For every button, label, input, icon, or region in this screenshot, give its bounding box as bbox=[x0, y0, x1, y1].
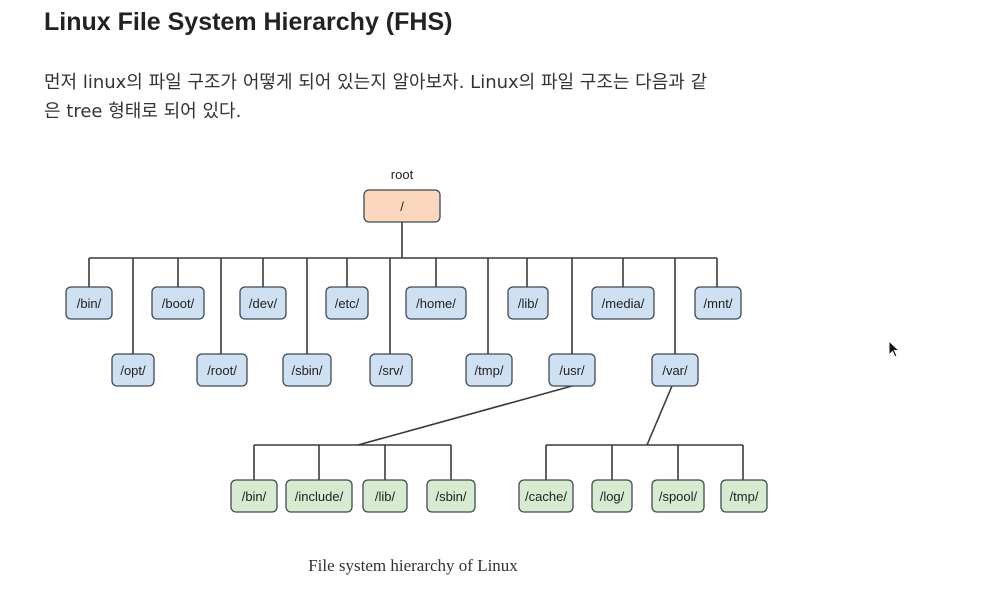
root-caption: root bbox=[391, 167, 414, 182]
var-cache: /cache/ bbox=[518, 479, 574, 513]
var-tmp-label: /tmp/ bbox=[730, 489, 759, 504]
dir-var-label: /var/ bbox=[662, 363, 688, 378]
dir-media-label: /media/ bbox=[602, 296, 645, 311]
dir-mnt-label: /mnt/ bbox=[704, 296, 733, 311]
dir-boot-label: /boot/ bbox=[162, 296, 195, 311]
var-log: /log/ bbox=[591, 479, 633, 513]
mouse-cursor-icon bbox=[888, 340, 901, 358]
dir-lib: /lib/ bbox=[507, 286, 549, 320]
dir-sbin-label: /sbin/ bbox=[291, 363, 322, 378]
dir-tmp-label: /tmp/ bbox=[475, 363, 504, 378]
usr-sbin: /sbin/ bbox=[426, 479, 476, 513]
root-node: / bbox=[363, 189, 441, 223]
var-log-label: /log/ bbox=[600, 489, 625, 504]
dir-bin: /bin/ bbox=[65, 286, 113, 320]
usr-bin-label: /bin/ bbox=[242, 489, 267, 504]
dir-bin-label: /bin/ bbox=[77, 296, 102, 311]
dir-media: /media/ bbox=[591, 286, 655, 320]
dir-boot: /boot/ bbox=[151, 286, 205, 320]
dir-etc: /etc/ bbox=[325, 286, 369, 320]
usr-lib-label: /lib/ bbox=[375, 489, 396, 504]
dir-opt: /opt/ bbox=[111, 353, 155, 387]
dir-var: /var/ bbox=[651, 353, 699, 387]
dir-etc-label: /etc/ bbox=[335, 296, 360, 311]
dir-sbin: /sbin/ bbox=[282, 353, 332, 387]
var-cache-label: /cache/ bbox=[525, 489, 567, 504]
dir-dev-label: /dev/ bbox=[249, 296, 278, 311]
page-title: Linux File System Hierarchy (FHS) bbox=[44, 8, 453, 36]
dir-usr: /usr/ bbox=[548, 353, 596, 387]
dir-srv-label: /srv/ bbox=[379, 363, 404, 378]
dir-home-label: /home/ bbox=[416, 296, 456, 311]
var-spool: /spool/ bbox=[651, 479, 705, 513]
dir-mnt: /mnt/ bbox=[694, 286, 742, 320]
usr-bin: /bin/ bbox=[230, 479, 278, 513]
usr-sbin-label: /sbin/ bbox=[435, 489, 466, 504]
dir-tmp: /tmp/ bbox=[465, 353, 513, 387]
intro-line-1: 먼저 linux의 파일 구조가 어떻게 되어 있는지 알아보자. Linux의… bbox=[44, 72, 708, 93]
dir-srv: /srv/ bbox=[369, 353, 413, 387]
var-spool-label: /spool/ bbox=[659, 489, 698, 504]
dir-lib-label: /lib/ bbox=[518, 296, 539, 311]
dir-home: /home/ bbox=[405, 286, 467, 320]
dir-dev: /dev/ bbox=[239, 286, 287, 320]
dir-usr-label: /usr/ bbox=[559, 363, 585, 378]
intro-line-2: 은 tree 형태로 되어 있다. bbox=[44, 101, 242, 122]
var-tmp: /tmp/ bbox=[720, 479, 768, 513]
usr-include: /include/ bbox=[285, 479, 353, 513]
dir-root: /root/ bbox=[196, 353, 248, 387]
tree-connectors bbox=[88, 222, 744, 480]
dir-root-label: /root/ bbox=[207, 363, 237, 378]
figure-caption: File system hierarchy of Linux bbox=[308, 556, 518, 575]
dir-opt-label: /opt/ bbox=[120, 363, 146, 378]
usr-lib: /lib/ bbox=[362, 479, 408, 513]
usr-include-label: /include/ bbox=[295, 489, 344, 504]
intro-paragraph: 먼저 linux의 파일 구조가 어떻게 되어 있는지 알아보자. Linux의… bbox=[44, 68, 804, 126]
root-node-label: / bbox=[400, 199, 404, 214]
